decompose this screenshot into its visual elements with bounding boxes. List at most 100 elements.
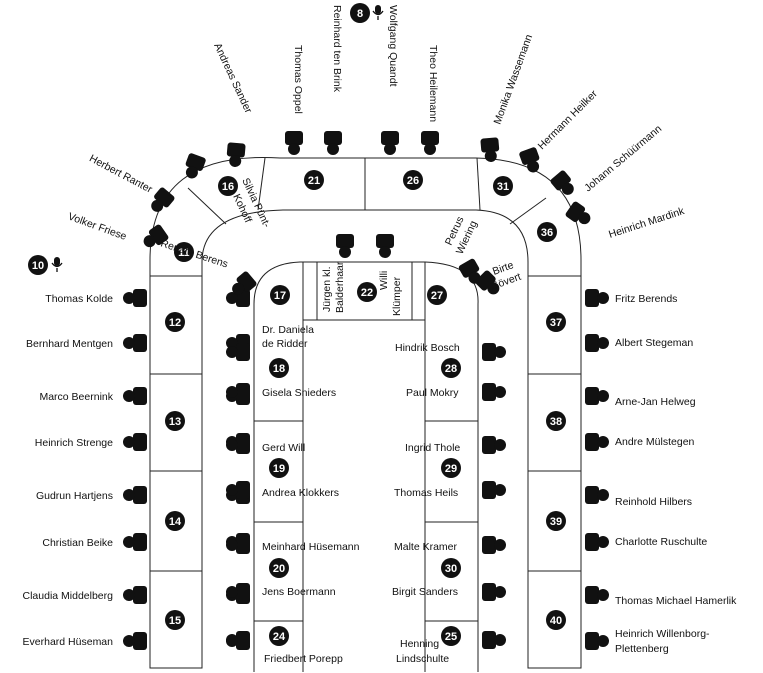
chair-icon xyxy=(226,436,250,454)
member-name: Andre Mülstegen xyxy=(615,436,695,448)
chair-icon xyxy=(585,533,609,551)
chair-icon xyxy=(324,131,342,155)
member-name: Bernhard Mentgen xyxy=(26,338,113,350)
member-name: Jens Boermann xyxy=(262,586,336,598)
table-badge-27: 27 xyxy=(427,285,447,305)
chair-icon xyxy=(421,131,439,155)
table-number: 17 xyxy=(274,290,286,302)
member-name: Volker Friese xyxy=(66,211,128,243)
member-name: Marco Beernink xyxy=(39,391,113,403)
chair-icon xyxy=(482,343,506,361)
table-badge-40: 40 xyxy=(546,610,566,630)
member-name: Ingrid Thole xyxy=(405,442,460,454)
microphone-icon xyxy=(372,5,384,20)
table-badge-29: 29 xyxy=(441,458,461,478)
chair-icon xyxy=(336,234,354,258)
member-name: Gerd Will xyxy=(262,442,305,454)
member-name: Heinrich Willenborg- xyxy=(615,628,710,640)
member-name: Jürgen kl. xyxy=(321,266,333,312)
chair-icon xyxy=(123,334,147,352)
member-name: Fritz Berends xyxy=(615,293,677,305)
member-name: Dr. Daniela xyxy=(262,324,314,336)
chair-icon xyxy=(585,387,609,405)
chair-icon xyxy=(519,147,540,173)
table-badge-21: 21 xyxy=(304,170,324,190)
table-badge-13: 13 xyxy=(165,411,185,431)
table-badge-18: 18 xyxy=(269,358,289,378)
chair-icon xyxy=(482,631,506,649)
table-number: 15 xyxy=(169,615,181,627)
chair-icon xyxy=(585,433,609,451)
chair-icon xyxy=(550,170,574,195)
chair-icon xyxy=(151,187,175,212)
member-name: Thomas Heils xyxy=(394,487,458,499)
member-name: Reinhold Hilbers xyxy=(615,496,692,508)
member-name: Gudrun Hartjens xyxy=(36,490,113,502)
table-number: 28 xyxy=(445,363,457,375)
chair-icon xyxy=(482,383,506,401)
chair-icon xyxy=(185,153,206,179)
table-badge-25: 25 xyxy=(441,626,461,646)
member-name: Malte Kramer xyxy=(394,541,458,553)
member-name: Arne-Jan Helweg xyxy=(615,396,696,408)
table-badge-14: 14 xyxy=(165,511,185,531)
table-badge-38: 38 xyxy=(546,411,566,431)
table-badge-19: 19 xyxy=(269,458,289,478)
chair-icon xyxy=(123,486,147,504)
member-name: Hermann Heilker xyxy=(536,88,601,153)
chair-icon xyxy=(226,142,246,167)
member-name: Johann Schüürmann xyxy=(582,123,664,195)
table-badge-24: 24 xyxy=(269,626,289,646)
member-name: Thomas Kolde xyxy=(45,293,113,305)
table-number: 21 xyxy=(308,175,320,187)
member-name: Thomas Oppel xyxy=(292,45,304,114)
desk-divider xyxy=(476,157,481,211)
desk-divider xyxy=(257,157,266,211)
member-name: Friedbert Porepp xyxy=(264,653,343,665)
table-badge-28: 28 xyxy=(441,358,461,378)
table-number: 31 xyxy=(497,181,509,193)
member-name: Hindrik Bosch xyxy=(395,342,460,354)
chair-icon xyxy=(143,224,169,248)
speaker-badge-8: 8 xyxy=(350,3,370,23)
table-badge-26: 26 xyxy=(403,170,423,190)
member-name: Andrea Klokkers xyxy=(262,487,339,499)
member-name: Wolfgang Quandt xyxy=(387,5,399,87)
member-name: Claudia Middelberg xyxy=(23,590,114,602)
table-number: 37 xyxy=(550,317,562,329)
member-name: de Ridder xyxy=(262,338,308,350)
chair-icon xyxy=(585,334,609,352)
member-name: Meinhard Hüsemann xyxy=(262,541,360,553)
chair-icon xyxy=(482,481,506,499)
table-badge-16: 16 xyxy=(218,176,238,196)
chair-icon xyxy=(226,536,250,554)
table-number: 27 xyxy=(431,290,443,302)
speaker-badge-10: 10 xyxy=(28,255,48,275)
table-number: 8 xyxy=(357,8,363,20)
table-number: 18 xyxy=(273,363,285,375)
member-name: Balderhaar xyxy=(334,261,346,313)
chair-icon xyxy=(285,131,303,155)
table-badge-17: 17 xyxy=(270,285,290,305)
chair-icon xyxy=(232,271,257,295)
table-number: 39 xyxy=(550,516,562,528)
desk-right-outer xyxy=(527,275,582,669)
table-number: 22 xyxy=(361,287,373,299)
member-name: Lindschulte xyxy=(396,653,449,665)
member-name: Gisela Snieders xyxy=(262,387,336,399)
member-name: Willi xyxy=(378,271,390,290)
table-number: 11 xyxy=(178,247,190,259)
table-number: 12 xyxy=(169,317,181,329)
chair-icon xyxy=(585,486,609,504)
desk-divider xyxy=(187,187,227,225)
chair-icon xyxy=(585,289,609,307)
table-number: 25 xyxy=(445,631,457,643)
chair-icon xyxy=(475,270,500,295)
table-number: 14 xyxy=(169,516,182,528)
table-badge-12: 12 xyxy=(165,312,185,332)
table-badge-39: 39 xyxy=(546,511,566,531)
table-number: 36 xyxy=(541,227,553,239)
table-badge-37: 37 xyxy=(546,312,566,332)
